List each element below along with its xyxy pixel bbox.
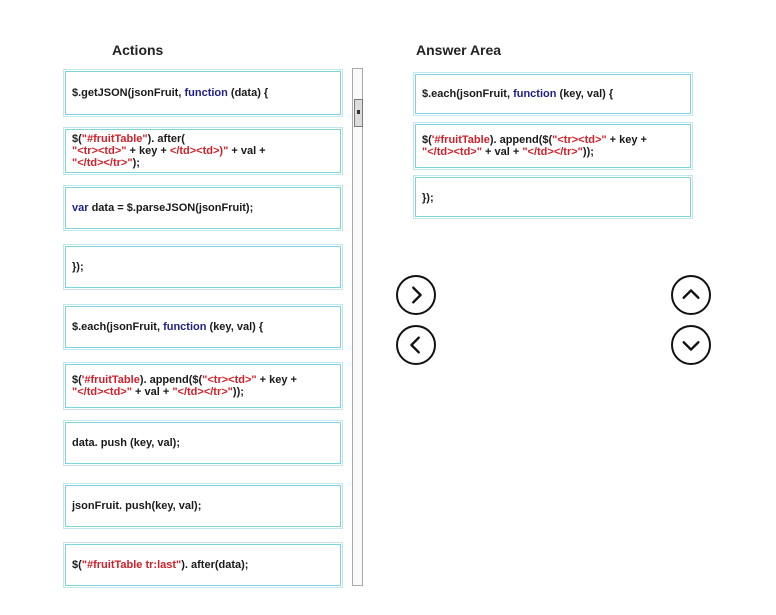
action-item-close-brace[interactable]: }); bbox=[63, 244, 343, 290]
code-text: }); bbox=[72, 261, 334, 273]
code-string: "<tr><td>" bbox=[552, 134, 607, 146]
answer-item-each[interactable]: $.each(jsonFruit, function (key, val) { bbox=[413, 72, 693, 116]
scrollbar-thumb[interactable] bbox=[354, 99, 363, 127]
code-text: $('#fruitTable). append($("<tr><td>" + k… bbox=[72, 374, 334, 398]
answer-item-close-brace[interactable]: }); bbox=[413, 175, 693, 219]
code-string: "</td><td>" bbox=[72, 386, 132, 398]
code-fragment: $.each(jsonFruit, bbox=[422, 88, 514, 100]
code-fragment: $.each(jsonFruit, bbox=[72, 321, 164, 333]
action-item-parsejson[interactable]: var data = $.parseJSON(jsonFruit); bbox=[63, 185, 343, 231]
code-fragment: (key, val) { bbox=[556, 88, 614, 100]
chevron-down-icon bbox=[682, 341, 700, 351]
code-text: $.each(jsonFruit, function (key, val) { bbox=[422, 88, 684, 100]
code-text: $("#fruitTable"). after( "<tr><td>" + ke… bbox=[72, 133, 334, 169]
chevron-up-icon bbox=[682, 289, 700, 299]
code-fragment: + val + bbox=[231, 145, 266, 157]
code-fragment: $( bbox=[72, 133, 82, 145]
code-string: "#fruitTable tr:last" bbox=[81, 559, 182, 571]
code-fragment: $( bbox=[72, 559, 82, 571]
code-fragment: + val + bbox=[131, 386, 173, 398]
code-text: $('#fruitTable). append($("<tr><td>" + k… bbox=[422, 134, 684, 158]
action-item-getjson[interactable]: $.getJSON(jsonFruit, function (data) { bbox=[63, 69, 343, 117]
code-fragment: $( bbox=[422, 134, 432, 146]
code-keyword: var bbox=[72, 202, 89, 214]
code-fragment: + key + bbox=[126, 145, 170, 157]
action-item-after-row[interactable]: $("#fruitTable"). after( "<tr><td>" + ke… bbox=[63, 127, 343, 175]
code-text: }); bbox=[422, 192, 684, 204]
code-fragment: }); bbox=[72, 261, 84, 273]
move-up-button[interactable] bbox=[671, 275, 711, 315]
code-fragment: )); bbox=[582, 146, 594, 158]
move-left-button[interactable] bbox=[396, 325, 436, 365]
chevron-left-icon bbox=[410, 336, 420, 354]
code-string: "</td><td>" bbox=[422, 146, 482, 158]
code-fragment: ). after(data); bbox=[181, 559, 249, 571]
code-fragment: (data) { bbox=[227, 87, 269, 99]
code-keyword: function bbox=[184, 87, 228, 99]
code-keyword: function bbox=[513, 88, 557, 100]
code-fragment: ). append($( bbox=[489, 134, 553, 146]
actions-scrollbar[interactable] bbox=[352, 68, 363, 586]
code-text: var data = $.parseJSON(jsonFruit); bbox=[72, 202, 334, 214]
code-string: '#fruitTable bbox=[81, 374, 140, 386]
code-fragment: ); bbox=[132, 157, 140, 169]
code-text: $.each(jsonFruit, function (key, val) { bbox=[72, 321, 334, 333]
code-string: </td><td>)" bbox=[169, 145, 229, 157]
code-text: jsonFruit. push(key, val); bbox=[72, 500, 334, 512]
code-keyword: function bbox=[163, 321, 207, 333]
code-fragment: data = $.parseJSON(jsonFruit); bbox=[88, 202, 254, 214]
code-text: $("#fruitTable tr:last"). after(data); bbox=[72, 559, 334, 571]
move-right-button[interactable] bbox=[396, 275, 436, 315]
action-item-jsonfruit-push[interactable]: jsonFruit. push(key, val); bbox=[63, 483, 343, 529]
code-string: "</td></tr>" bbox=[172, 386, 233, 398]
chevron-right-icon bbox=[412, 286, 422, 304]
code-fragment: $( bbox=[72, 374, 82, 386]
code-string: "<tr><td>" bbox=[72, 145, 127, 157]
action-item-after-data[interactable]: $("#fruitTable tr:last"). after(data); bbox=[63, 542, 343, 588]
code-fragment: data. push (key, val); bbox=[72, 437, 180, 449]
actions-heading: Actions bbox=[112, 42, 164, 58]
answer-area-heading: Answer Area bbox=[416, 42, 502, 58]
code-fragment: ). after( bbox=[147, 133, 185, 145]
action-item-data-push[interactable]: data. push (key, val); bbox=[63, 420, 343, 466]
move-down-button[interactable] bbox=[671, 325, 711, 365]
code-fragment: (key, val) { bbox=[206, 321, 264, 333]
code-string: "</td></tr>" bbox=[522, 146, 583, 158]
code-fragment: + key + bbox=[609, 134, 647, 146]
action-item-append[interactable]: $('#fruitTable). append($("<tr><td>" + k… bbox=[63, 362, 343, 410]
code-string: '#fruitTable bbox=[431, 134, 490, 146]
code-fragment: )); bbox=[232, 386, 244, 398]
code-string: "</td></tr>" bbox=[72, 157, 133, 169]
code-text: $.getJSON(jsonFruit, function (data) { bbox=[72, 87, 334, 99]
code-fragment: + key + bbox=[259, 374, 297, 386]
code-fragment: jsonFruit. push(key, val); bbox=[72, 500, 202, 512]
code-string: "<tr><td>" bbox=[202, 374, 257, 386]
code-string: "#fruitTable" bbox=[81, 133, 148, 145]
code-text: data. push (key, val); bbox=[72, 437, 334, 449]
code-fragment: }); bbox=[422, 192, 434, 204]
answer-item-append[interactable]: $('#fruitTable). append($("<tr><td>" + k… bbox=[413, 122, 693, 170]
code-fragment: + val + bbox=[481, 146, 523, 158]
code-fragment: ). append($( bbox=[139, 374, 203, 386]
action-item-each[interactable]: $.each(jsonFruit, function (key, val) { bbox=[63, 304, 343, 350]
code-fragment: $.getJSON(jsonFruit, bbox=[72, 87, 185, 99]
